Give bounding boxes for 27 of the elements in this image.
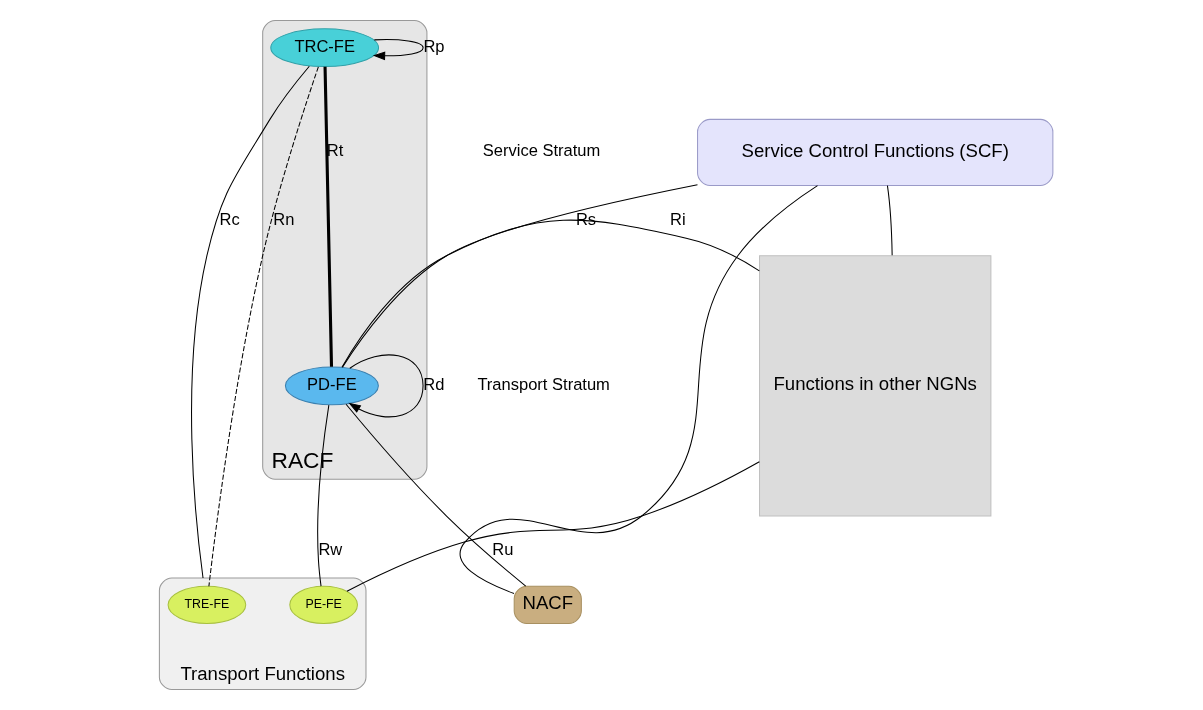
- node-box: Functions in other NGNs: [758, 255, 991, 517]
- connector: [190, 65, 310, 579]
- edge-label: Rn: [272, 209, 294, 229]
- node-ellipse: PD-FE: [284, 366, 379, 406]
- connector: [345, 461, 760, 592]
- connector: [459, 185, 818, 594]
- label: Transport Stratum: [476, 374, 610, 394]
- edge-label: Ru: [491, 540, 513, 560]
- connector: [345, 403, 526, 587]
- node-ellipse: PE-FE: [288, 585, 358, 624]
- connector: [886, 185, 893, 256]
- node-ellipse: TRC-FE: [269, 28, 379, 68]
- label: Service Stratum: [482, 141, 600, 161]
- connector: [316, 404, 329, 587]
- connector: [323, 66, 333, 367]
- node-box: NACF: [513, 585, 582, 624]
- connector: [341, 184, 698, 368]
- arrow: [347, 354, 424, 418]
- arrow: [372, 39, 424, 61]
- connector: [340, 219, 760, 368]
- node-ellipse: TRE-FE: [167, 585, 246, 624]
- edge-label: Rw: [317, 540, 342, 560]
- connector: [207, 66, 319, 587]
- edge-label: Ri: [669, 209, 686, 229]
- edge-label: Rc: [219, 209, 240, 229]
- edge-label: Rt: [326, 141, 343, 161]
- node-box: Service Control Functions (SCF): [696, 118, 1053, 186]
